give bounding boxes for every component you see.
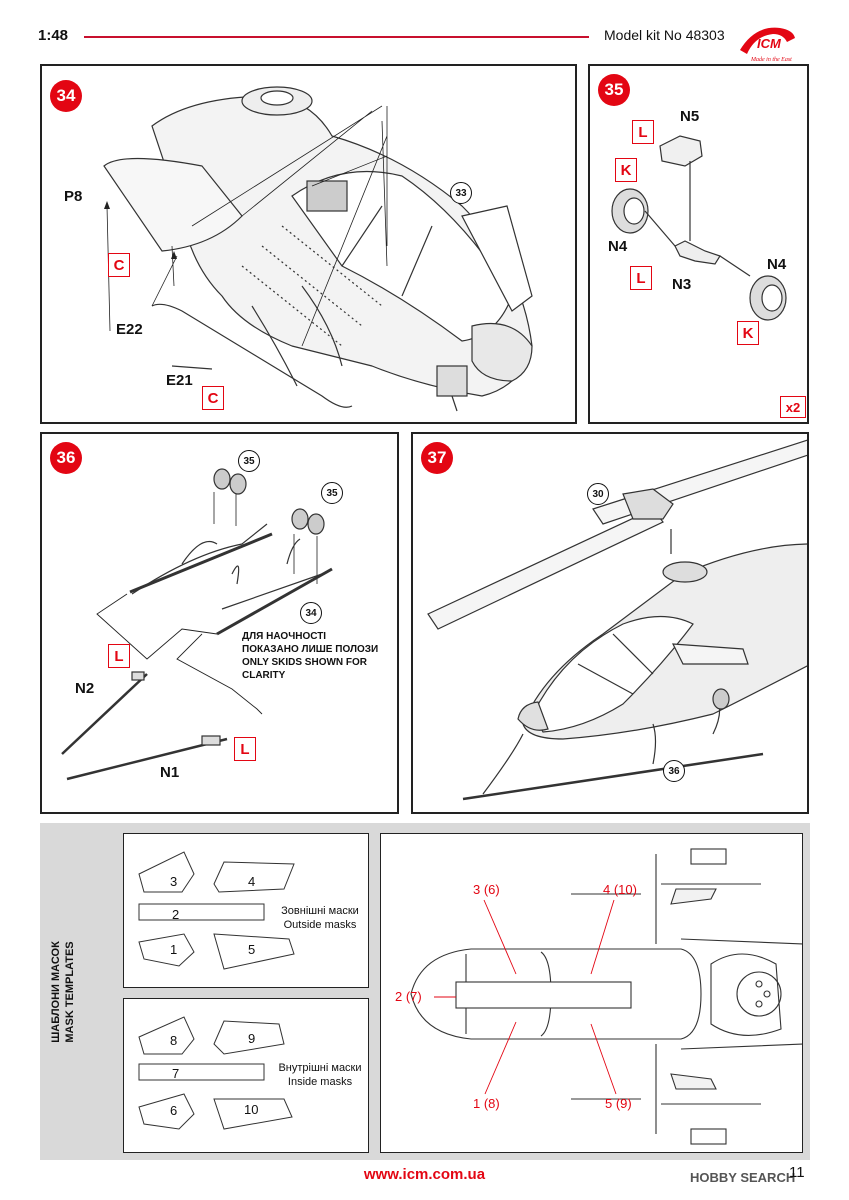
callout-4-10: 4 (10): [603, 882, 637, 897]
clarity-note-en: ONLY SKIDS SHOWN FOR CLARITY: [242, 657, 368, 681]
canopy-top-view-box: 3 (6) 4 (10) 2 (7) 1 (8) 5 (9): [380, 833, 803, 1153]
outside-mask-5: 5: [248, 942, 256, 957]
logo-text: ICM: [757, 36, 782, 51]
part-n5: N5: [680, 108, 700, 125]
outside-mask-4: 4: [248, 874, 256, 889]
part-n4-right: N4: [767, 256, 787, 273]
part-e21: E21: [166, 372, 193, 389]
footer-url[interactable]: www.icm.com.ua: [363, 1166, 486, 1183]
tag-c-2: C: [202, 386, 224, 410]
logo-tagline: Made in the East: [750, 57, 792, 63]
tag-l-n1: L: [234, 737, 256, 761]
multiplier-x2: x2: [780, 396, 806, 418]
step-35-drawing: [611, 135, 787, 321]
outside-mask-1: 1: [170, 942, 178, 957]
inside-mask-10: 10: [244, 1102, 259, 1117]
step-ref-34: 34: [300, 602, 322, 624]
mask-title-en: MASK TEMPLATES: [63, 940, 76, 1043]
callout-3-6: 3 (6): [473, 882, 500, 897]
inside-mask-7: 7: [172, 1066, 180, 1081]
step-35-panel: 35 N5 L K N4 L N3 N4 K x2: [588, 64, 809, 424]
kit-number: Model kit No 48303: [604, 27, 725, 43]
mask-section-title: ШАБЛОНИ МАСОК MASK TEMPLATES: [40, 823, 85, 1160]
part-n3: N3: [672, 276, 692, 293]
outside-masks-caption: Зовнішні маски Outside masks: [270, 904, 368, 932]
inside-caption-ua: Внутрішні маски: [278, 1062, 362, 1074]
part-n4-left: N4: [608, 238, 628, 255]
inside-mask-6: 6: [170, 1103, 178, 1118]
step-37-panel: 37 30 36: [411, 432, 809, 814]
outside-mask-2: 2: [172, 907, 180, 922]
step-36-panel: 36 35 35 34 ДЛЯ НАОЧНОСТІ ПОКАЗАНО ЛИШЕ …: [40, 432, 399, 814]
tag-l-2: L: [630, 266, 652, 290]
watermark: HOBBY SEARCH: [690, 1170, 796, 1185]
outside-masks-shapes: [138, 851, 295, 970]
inside-mask-9: 9: [248, 1031, 256, 1046]
tag-k-2: K: [737, 321, 759, 345]
step-ref-35-a: 35: [238, 450, 260, 472]
step-ref-33: 33: [450, 182, 472, 204]
header-rule: [84, 36, 589, 38]
callout-1-8: 1 (8): [473, 1096, 500, 1111]
step-ref-36: 36: [663, 760, 685, 782]
part-n2: N2: [75, 680, 95, 697]
part-p8: P8: [64, 188, 83, 205]
step-34-panel: 34 33 P8 C E22 E21 C: [40, 64, 577, 424]
inside-masks-shapes: [138, 1016, 293, 1130]
step-ref-35-b: 35: [321, 482, 343, 504]
page-number: 11: [789, 1164, 805, 1181]
outside-mask-3: 3: [170, 874, 178, 889]
part-e22: E22: [116, 321, 143, 338]
outside-caption-ua: Зовнішні маски: [281, 905, 359, 917]
icm-logo: ICM Made in the East: [740, 27, 795, 63]
tag-c-1: C: [108, 253, 130, 277]
canopy-top-view: [410, 848, 802, 1145]
scale-label: 1:48: [38, 27, 69, 44]
inside-caption-en: Inside masks: [287, 1076, 353, 1088]
outside-masks-box: 3 4 2 1 5 Зовнішні маски Outside masks: [123, 833, 369, 988]
step-number-37: 37: [421, 442, 453, 474]
callout-2-7: 2 (7): [395, 989, 422, 1004]
clarity-note-ua: ДЛЯ НАОЧНОСТІ ПОКАЗАНО ЛИШЕ ПОЛОЗИ: [242, 631, 379, 655]
step-number-34: 34: [50, 80, 82, 112]
callout-5-9: 5 (9): [605, 1096, 632, 1111]
step-34-drawing: [103, 86, 533, 412]
part-n1: N1: [160, 764, 180, 781]
inside-masks-caption: Внутрішні маски Inside masks: [270, 1061, 368, 1089]
step-37-drawing: [427, 439, 807, 801]
inside-masks-box: 8 9 7 6 10 Внутрішні маски Inside masks: [123, 998, 369, 1153]
tag-l-1: L: [632, 120, 654, 144]
tag-k-1: K: [615, 158, 637, 182]
step-number-36: 36: [50, 442, 82, 474]
step-number-35: 35: [598, 74, 630, 106]
mask-title-ua: ШАБЛОНИ МАСОК: [49, 940, 62, 1043]
outside-caption-en: Outside masks: [283, 919, 357, 931]
step-ref-30: 30: [587, 483, 609, 505]
tag-l-n2: L: [108, 644, 130, 668]
inside-mask-8: 8: [170, 1033, 178, 1048]
step-36-drawing: [61, 468, 333, 781]
